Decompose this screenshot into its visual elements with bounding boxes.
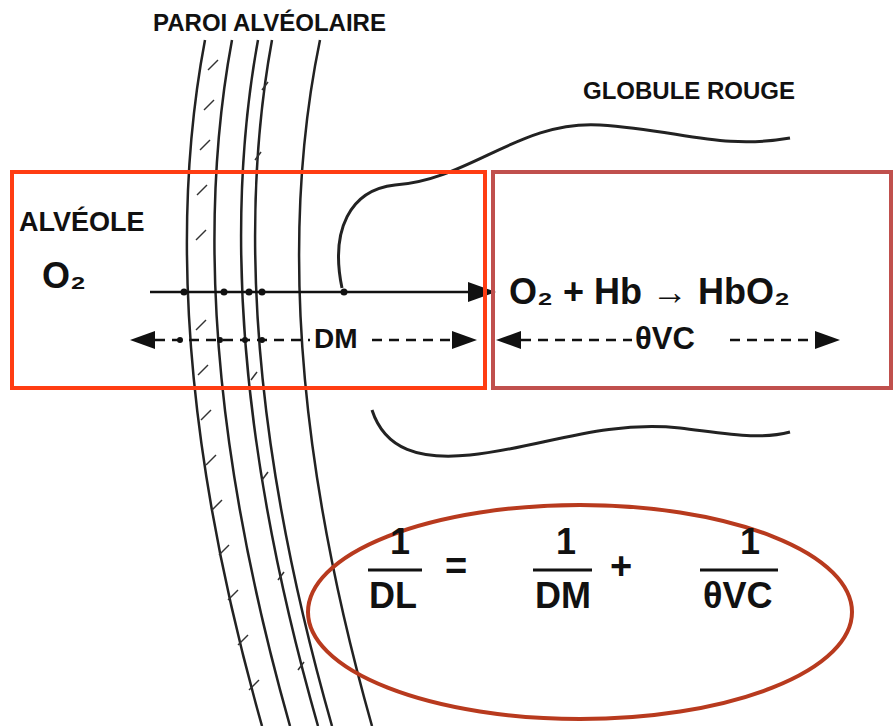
node-text: O₂ + Hb → HbO₂: [509, 272, 790, 312]
node-text: DM: [314, 324, 358, 355]
wall-label: PAROI ALVÉOLAIRE: [150, 10, 389, 36]
node-text: 1: [740, 522, 760, 562]
wall-line: [255, 40, 332, 726]
red-cell-outline: [339, 125, 790, 456]
node-text: 1: [556, 522, 576, 562]
node-text: =: [445, 546, 467, 588]
formula-ellipse: 1DL = 1DM +1 θVC: [305, 502, 855, 722]
red-cell-box: O₂ + Hb → HbO₂ θVC: [491, 170, 893, 390]
node-text: 1: [390, 522, 410, 562]
alveolus-box: ALVÉOLE O₂ DM: [10, 170, 487, 390]
wall-line: [214, 40, 290, 726]
fraction-bar: [368, 569, 778, 572]
dm-dimension-arrow: [130, 331, 477, 349]
node-text: O₂: [42, 256, 86, 296]
node-text: θVC: [635, 322, 695, 356]
node-text: DL: [369, 576, 417, 616]
wall-hatching: [196, 60, 304, 690]
wall-line: [187, 40, 262, 726]
cell-label: GLOBULE ROUGE: [580, 78, 798, 104]
o2-arrow: [150, 282, 496, 302]
node-text: +: [610, 546, 632, 588]
node-text: θVC: [703, 576, 772, 616]
node-text: ALVÉOLE: [19, 208, 145, 238]
node-text: DM: [535, 576, 591, 616]
